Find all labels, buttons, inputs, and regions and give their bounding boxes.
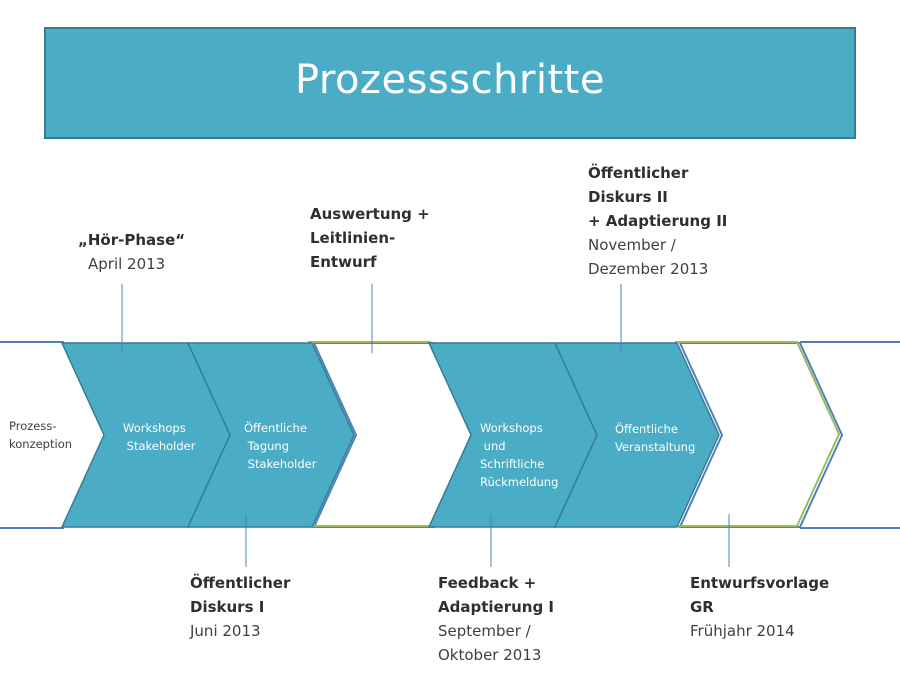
- milestone-date: April 2013: [88, 255, 166, 273]
- milestone-diskurs-ii: Öffentlicher Diskurs II + Adaptierung II…: [588, 161, 727, 281]
- milestone-date: November / Dezember 2013: [588, 236, 709, 278]
- title-banner: Prozessschritte: [44, 27, 856, 139]
- milestone-entwurfsvorlage: Entwurfsvorlage GR Frühjahr 2014: [690, 571, 829, 643]
- milestone-auswertung: Auswertung + Leitlinien- Entwurf: [310, 202, 430, 274]
- page-title: Prozessschritte: [295, 57, 605, 103]
- milestone-title: Entwurfsvorlage GR: [690, 574, 830, 616]
- chevron-label-1: Workshops Stakeholder: [123, 421, 196, 453]
- milestone-title: Öffentlicher Diskurs II + Adaptierung II: [588, 164, 728, 230]
- milestone-date: Frühjahr 2014: [690, 622, 795, 640]
- chevron-oeffentliche-veranstaltung: [553, 342, 720, 528]
- chevron-label-3: Workshops und Schriftliche Rückmeldung: [480, 421, 559, 489]
- start-label-prozesskonzeption: Prozess- konzeption: [9, 419, 73, 451]
- milestone-diskurs-i: Öffentlicher Diskurs I Juni 2013: [190, 571, 290, 643]
- milestone-hoer-phase: „Hör-Phase“ April 2013: [78, 228, 185, 276]
- milestone-feedback: Feedback + Adaptierung I September / Okt…: [438, 571, 554, 667]
- milestone-title: Auswertung + Leitlinien- Entwurf: [310, 205, 430, 271]
- chevron-oeffentliche-tagung: [186, 342, 355, 528]
- chevron-outline-blue-2: [678, 342, 844, 528]
- chevron-label-2: Öffentliche Tagung Stakeholder: [244, 421, 317, 471]
- milestone-title: Feedback + Adaptierung I: [438, 574, 554, 616]
- milestone-title: Öffentlicher Diskurs I: [190, 574, 291, 616]
- chevron-label-4: Öffentliche Veranstaltung: [615, 422, 696, 454]
- milestone-title: „Hör-Phase“: [78, 231, 186, 249]
- milestone-date: Juni 2013: [190, 622, 261, 640]
- milestone-date: September / Oktober 2013: [438, 622, 542, 664]
